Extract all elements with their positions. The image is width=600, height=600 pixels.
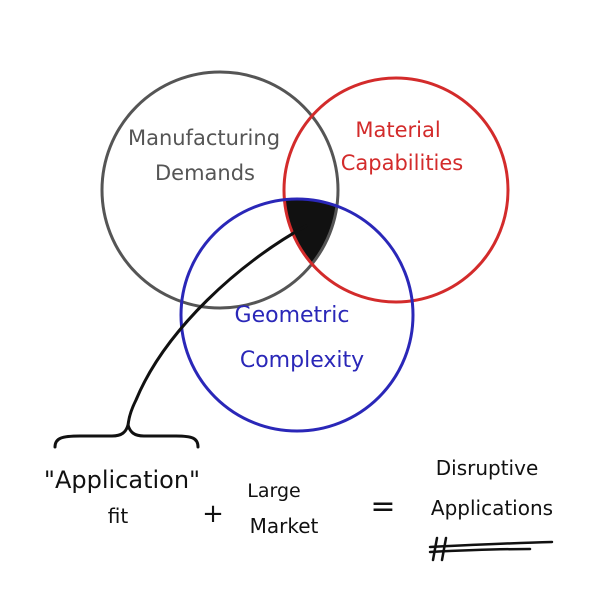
term-market: Market xyxy=(250,514,319,538)
curly-brace xyxy=(53,419,200,449)
label-manufacturing: Manufacturing xyxy=(128,126,280,150)
connector-line xyxy=(126,224,308,430)
term-application: "Application" xyxy=(44,466,200,494)
circle-geometric-complexity xyxy=(179,197,415,433)
label-demands: Demands xyxy=(155,161,255,185)
circle-material-capabilities xyxy=(282,76,510,304)
plus-sign: + xyxy=(202,499,224,529)
term-large: Large xyxy=(247,480,300,502)
result-applications: Applications xyxy=(431,496,553,520)
result-underline xyxy=(428,536,554,562)
term-fit: fit xyxy=(108,504,129,528)
equals-sign: = xyxy=(370,489,395,524)
result-disruptive: Disruptive xyxy=(436,456,539,480)
circle-manufacturing-demands xyxy=(100,70,340,310)
label-material: Material xyxy=(355,118,440,142)
label-capabilities: Capabilities xyxy=(341,151,464,175)
label-geometric: Geometric xyxy=(235,303,350,328)
label-complexity: Complexity xyxy=(240,348,364,373)
